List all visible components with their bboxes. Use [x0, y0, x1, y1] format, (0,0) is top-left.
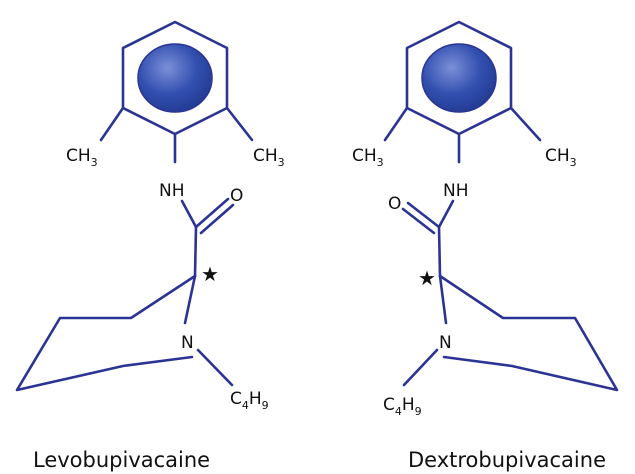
right-aromatic-circle	[421, 43, 497, 113]
left-nitrogen-label: N	[181, 333, 194, 353]
left-oxygen-label: O	[230, 186, 243, 206]
left-carbonyl-double-bond-b	[199, 203, 235, 235]
left-compound-name: Levobupivacaine	[33, 448, 210, 472]
right-chiral-n-bond	[438, 274, 448, 325]
left-nh-carbonyl-bond	[180, 199, 198, 229]
right-nh-carbonyl-bond	[437, 199, 455, 229]
right-compound-name: Dextrobupivacaine	[408, 448, 606, 472]
right-oxygen-label: O	[388, 194, 401, 214]
left-carbonyl-chiral-bond	[193, 225, 198, 278]
left-ch3-right-label: CH3	[253, 146, 285, 169]
left-butyl-label: C4H9	[230, 389, 269, 412]
left-chiral-n-bond	[183, 274, 197, 325]
left-methyl-bond-left	[99, 106, 125, 142]
left-ch3-left-label: CH3	[66, 146, 98, 169]
right-methyl-bond-left	[383, 106, 409, 142]
left-carbonyl-double-bond-a	[194, 197, 230, 229]
right-carbonyl-double-bond-b	[401, 207, 436, 235]
right-methyl-bond-right	[509, 106, 542, 142]
dextrobupivacaine-structure: CH3 CH3 NH O ★ N C4H9 Dextrobupivacaine	[352, 20, 619, 472]
right-carbonyl-double-bond-a	[406, 201, 441, 229]
right-nitrogen-label: N	[439, 333, 452, 353]
right-ch3-left-label: CH3	[352, 146, 384, 169]
levobupivacaine-structure: CH3 CH3 NH O ★ N C4H9 Levobupivacaine	[15, 20, 285, 472]
right-carbonyl-chiral-bond	[437, 225, 442, 278]
left-aromatic-circle	[137, 43, 213, 113]
left-stereocenter-star: ★	[201, 262, 219, 286]
right-nh-label: NH	[443, 181, 469, 201]
right-n-butyl-bond	[402, 348, 439, 387]
right-piperidine-ring	[438, 274, 619, 392]
left-piperidine-ring	[15, 274, 197, 392]
right-ch3-right-label: CH3	[545, 146, 577, 169]
left-nh-label: NH	[159, 181, 185, 201]
left-n-butyl-bond	[196, 348, 234, 387]
left-methyl-bond-right	[225, 106, 254, 142]
right-stereocenter-star: ★	[418, 266, 436, 290]
right-butyl-label: C4H9	[383, 395, 422, 418]
